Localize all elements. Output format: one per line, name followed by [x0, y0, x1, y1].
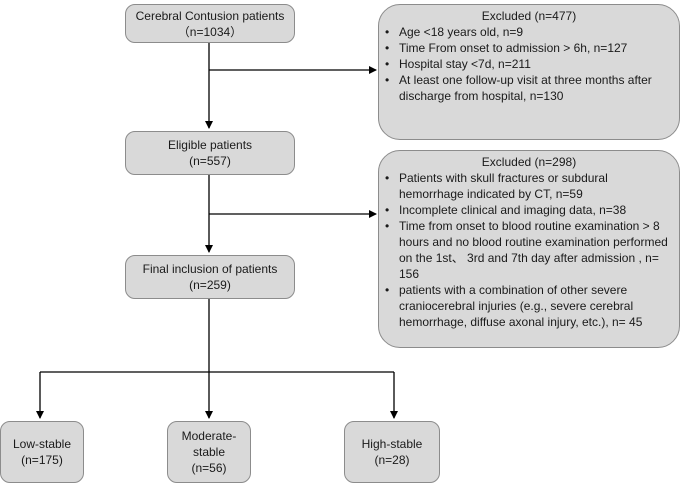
moderate-stable-count: (n=56): [191, 461, 227, 475]
high-stable-box: High-stable (n=28): [344, 421, 440, 483]
low-stable-label: Low-stable: [12, 437, 72, 451]
excluded-1-item: At least one follow-up visit at three mo…: [383, 72, 671, 104]
cerebral-count: （n=1034）: [177, 24, 243, 39]
moderate-stable-box: Moderate- stable (n=56): [167, 421, 251, 483]
excluded-box-1: Excluded (n=477) Age <18 years old, n=9 …: [378, 4, 680, 140]
excluded-1-title: Excluded (n=477): [481, 9, 577, 23]
excluded-1-item: Age <18 years old, n=9: [383, 24, 671, 40]
excluded-2-item: patients with a combination of other sev…: [383, 282, 671, 330]
final-count: (n=259): [189, 278, 231, 292]
excluded-2-item: Incomplete clinical and imaging data, n=…: [383, 202, 671, 218]
moderate-stable-label-2: stable: [192, 445, 226, 459]
excluded-1-item: Time From onset to admission > 6h, n=127: [383, 40, 671, 56]
excluded-2-item: Patients with skull fractures or subdura…: [383, 170, 671, 202]
excluded-box-2: Excluded (n=298) Patients with skull fra…: [378, 150, 680, 348]
high-stable-label: High-stable: [361, 437, 423, 451]
excluded-1-item: Hospital stay <7d, n=211: [383, 56, 671, 72]
final-title: Final inclusion of patients: [142, 262, 278, 276]
final-inclusion-box: Final inclusion of patients (n=259): [125, 255, 295, 299]
cerebral-title: Cerebral Contusion patients: [135, 8, 285, 23]
moderate-stable-label-1: Moderate-: [181, 429, 237, 443]
eligible-patients-box: Eligible patients (n=557): [125, 131, 295, 175]
low-stable-box: Low-stable (n=175): [0, 421, 84, 483]
excluded-2-title: Excluded (n=298): [481, 155, 577, 169]
cerebral-contusion-box: Cerebral Contusion patients （n=1034）: [125, 4, 295, 43]
eligible-count: (n=557): [189, 154, 231, 168]
eligible-title: Eligible patients: [167, 138, 253, 152]
low-stable-count: (n=175): [21, 453, 63, 467]
high-stable-count: (n=28): [374, 453, 410, 467]
excluded-2-item: Time from onset to blood routine examina…: [383, 218, 671, 282]
